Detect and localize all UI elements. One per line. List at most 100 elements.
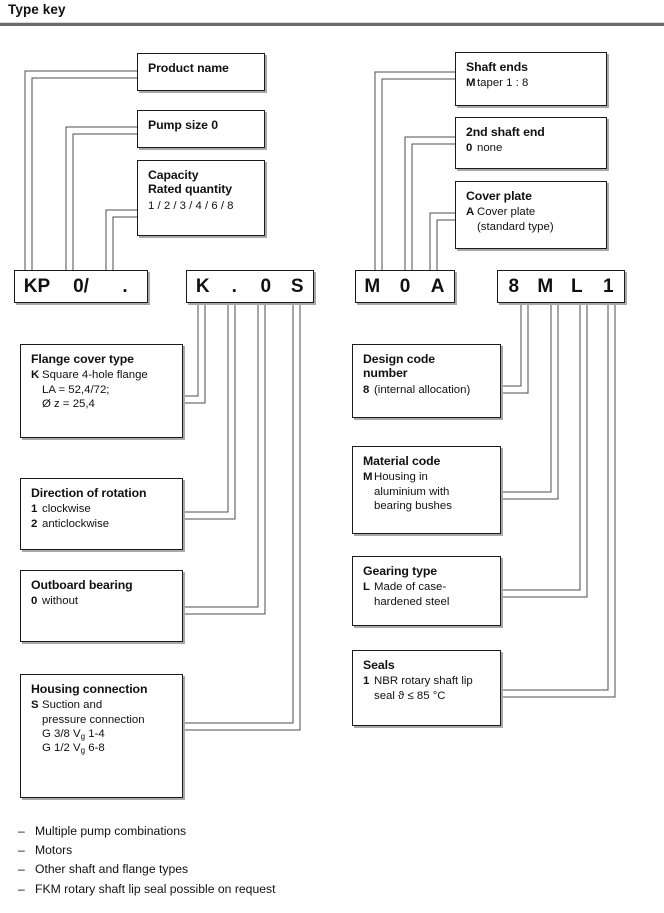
box-row-key: 0 (466, 142, 473, 155)
code-segment-3[interactable]: A (430, 276, 445, 297)
box-title: Product name (148, 61, 229, 75)
box-row-value: anticlockwise (42, 517, 110, 530)
code-segment-1[interactable]: M (364, 276, 381, 297)
box-title: Material code (363, 454, 441, 468)
box-row-value: G 3/8 Vg 1-4 (42, 727, 105, 741)
box-pump-size: Pump size 0 (137, 110, 265, 148)
box-title: 2nd shaft end (466, 125, 545, 139)
box-row-key: K (31, 369, 40, 382)
box-title: Shaft ends (466, 60, 528, 74)
box-row-value: Suction and (42, 699, 103, 712)
code-segment-4[interactable]: S (290, 276, 304, 297)
code-segment-2[interactable]: 0/ (73, 276, 89, 297)
code-segment-1[interactable]: 8 (508, 276, 520, 297)
code-box-left-1[interactable]: KP 0/. (14, 270, 148, 303)
box-row: 1 clockwise (31, 502, 173, 516)
box-row: G 1/2 Vg 6-8 (31, 741, 173, 755)
note-text: Multiple pump combinations (35, 824, 187, 838)
note-item: –Motors (18, 841, 518, 860)
box-design-code-number: Design code number 8(internal allocation… (352, 344, 501, 418)
box-row-value: taper 1 : 8 (477, 77, 529, 90)
box-direction-of-rotation: Direction of rotation 1 clockwise 2 anticlo… (20, 478, 183, 550)
code-segment-3[interactable]: 0 (260, 276, 272, 297)
code-segment-2[interactable]: M (537, 276, 554, 297)
code-segment-2[interactable]: . (231, 276, 237, 297)
box-row-key: S (31, 699, 39, 712)
box-row-key: M (466, 77, 476, 90)
box-row: 8(internal allocation) (363, 383, 491, 397)
box-title: Flange cover type (31, 352, 134, 366)
box-row-value: G 1/2 Vg 6-8 (42, 742, 105, 756)
box-row-value: Square 4-hole flange LA = 52,4/72; Ø z =… (42, 369, 148, 410)
box-row-value: without (42, 595, 79, 608)
box-title: Direction of rotation (31, 486, 147, 500)
code-segment-3[interactable]: . (122, 276, 128, 297)
box-row: 1 / 2 / 3 / 4 / 6 / 8 (148, 199, 234, 212)
note-dash: – (18, 881, 25, 896)
box-row-key: 8 (363, 383, 370, 396)
code-segment-1[interactable]: KP (23, 276, 51, 297)
note-item: –Multiple pump combinations (18, 822, 518, 841)
box-row: 2 anticlockwise (31, 517, 173, 531)
box-row: pressure connection (31, 713, 173, 727)
box-title: Outboard bearing (31, 578, 133, 592)
note-text: Other shaft and flange types (35, 862, 189, 877)
box-row-value: Cover plate (standard type) (477, 206, 554, 233)
box-capacity: Capacity Rated quantity 1 / 2 / 3 / 4 / … (137, 160, 265, 236)
box-title: Cover plate (466, 189, 532, 203)
note-dash: – (18, 862, 25, 877)
note-dash: – (18, 824, 25, 838)
note-item: –FKM rotary shaft lip seal possible on r… (18, 880, 518, 899)
box-row-key: L (363, 581, 370, 594)
box-row-value: clockwise (42, 503, 91, 516)
code-segment-3[interactable]: L (570, 276, 583, 297)
box-row-value: pressure connection (42, 713, 145, 726)
box-title: Pump size 0 (148, 118, 218, 132)
box-title: Design code number (363, 352, 436, 381)
box-rows: 1 clockwise 2 anticlockwise (31, 502, 173, 530)
code-segment-2[interactable]: 0 (399, 276, 411, 297)
code-segment-4[interactable]: 1 (602, 276, 614, 297)
header-divider (0, 22, 664, 26)
note-text: FKM rotary shaft lip seal possible on re… (35, 881, 276, 896)
box-title: Capacity Rated quantity (148, 168, 232, 197)
code-segment-1[interactable]: K (195, 276, 210, 297)
box-row-value: Housing in aluminium with bearing bushes (374, 471, 452, 512)
box-row-key: 2 (31, 517, 38, 530)
box-rows: L Made of case- hardened steel (363, 580, 491, 608)
box-row-key: 1 (31, 503, 38, 516)
box-row-key: 1 (363, 675, 370, 688)
note-item: –Other shaft and flange types (18, 860, 518, 879)
page-title: Type key (8, 2, 66, 17)
box-title: Gearing type (363, 564, 437, 578)
box-row: L Made of case- hardened steel (363, 580, 491, 608)
box-row: G 3/8 Vg 1-4 (31, 727, 173, 741)
box-row-value: Made of case- hardened steel (374, 581, 450, 608)
